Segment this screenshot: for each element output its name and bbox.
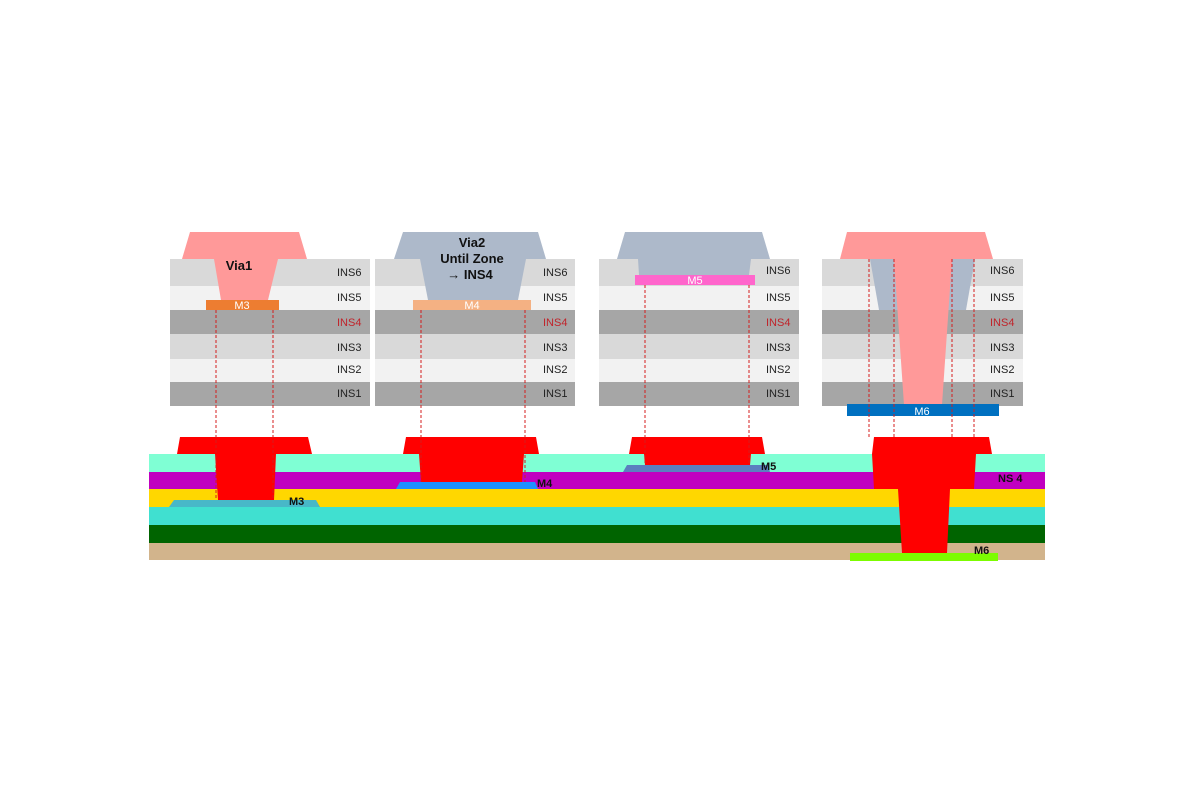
layer-label-highlight: INS4 <box>990 317 1014 329</box>
stack-label-m6: M6 <box>974 545 989 557</box>
stack-layer-tan <box>149 543 1045 560</box>
layer-label: INS1 <box>543 388 567 400</box>
metal-m3-pad <box>206 300 279 310</box>
layer-ins2 <box>170 359 370 382</box>
layer-ins1 <box>375 382 575 406</box>
layer-ins5 <box>599 286 799 310</box>
layer-label: INS2 <box>337 364 361 376</box>
layer-label: INS5 <box>543 292 567 304</box>
layer-label-highlight: INS4 <box>766 317 790 329</box>
via1-title: Via1 <box>226 258 253 273</box>
stack-label-m4: M4 <box>537 478 553 490</box>
panel-m6: M6 INS6 INS5 INS4 INS3 INS2 INS1 <box>822 232 1023 418</box>
stack-metal-m4 <box>396 482 538 489</box>
layer-label: INS6 <box>543 267 567 279</box>
via3-shape <box>617 232 770 275</box>
stack-via1 <box>177 437 312 500</box>
stack-label-m3: M3 <box>289 496 304 508</box>
layer-ins3 <box>375 334 575 359</box>
via2-title: Via2 <box>459 235 486 250</box>
stack-label-m5: M5 <box>761 461 776 473</box>
process-stack: M3 M4 M5 NS 4 M6 <box>149 437 1045 561</box>
layer-label: INS1 <box>766 388 790 400</box>
layer-ins4 <box>170 310 370 334</box>
layer-ins1 <box>170 382 370 406</box>
via4-shape <box>840 232 993 405</box>
stack-layer-green <box>149 525 1045 543</box>
layer-label: INS6 <box>766 265 790 277</box>
metal-m5-label: M5 <box>687 275 702 287</box>
stack-via2 <box>403 437 539 482</box>
stack-layer-gold <box>149 489 1045 507</box>
stack-label-ins4: NS 4 <box>998 473 1023 485</box>
stack-layer-turquoise <box>149 507 1045 525</box>
layer-label: INS6 <box>990 265 1014 277</box>
layer-label: INS3 <box>766 342 790 354</box>
layer-label: INS2 <box>990 364 1014 376</box>
via2-subtitle: Until Zone <box>440 251 504 266</box>
via2-target: → INS4 <box>447 267 493 282</box>
layer-label: INS3 <box>990 342 1014 354</box>
metal-m6-label: M6 <box>914 406 929 418</box>
panel-m5: M5 INS6 INS5 INS4 INS3 INS2 INS1 <box>599 232 799 406</box>
stack-via4 <box>872 437 992 553</box>
layer-ins4 <box>599 310 799 334</box>
layer-ins3 <box>599 334 799 359</box>
layer-label: INS1 <box>337 388 361 400</box>
panel-via1: M3 Via1 INS6 INS5 INS4 INS3 INS2 INS1 <box>170 232 370 406</box>
layer-label: INS2 <box>766 364 790 376</box>
cross-section-panels: M3 Via1 INS6 INS5 INS4 INS3 INS2 INS1 M4… <box>170 232 1023 418</box>
layer-label-highlight: INS4 <box>337 317 361 329</box>
metal-m4-pad <box>413 300 531 310</box>
stack-layer-aqua <box>149 454 1045 472</box>
metal-m4-label: M4 <box>464 300 479 312</box>
metal-m6-pad <box>847 404 999 416</box>
layer-label: INS5 <box>766 292 790 304</box>
layer-label: INS6 <box>337 267 361 279</box>
layer-ins3 <box>170 334 370 359</box>
metal-m5-pad <box>635 275 755 285</box>
layer-label: INS1 <box>990 388 1014 400</box>
stack-metal-m6 <box>850 553 998 561</box>
stack-layer-magenta <box>149 472 1045 489</box>
metal-m3-label: M3 <box>234 300 249 312</box>
panel-via2: M4 Via2 Until Zone → INS4 INS6 INS5 INS4… <box>375 232 575 406</box>
layer-ins1 <box>599 382 799 406</box>
layer-label: INS5 <box>990 292 1014 304</box>
via1-shape <box>182 232 307 300</box>
layer-label: INS5 <box>337 292 361 304</box>
layer-label-highlight: INS4 <box>543 317 567 329</box>
layer-label: INS3 <box>337 342 361 354</box>
layer-ins4 <box>375 310 575 334</box>
stack-metal-m3 <box>169 500 320 507</box>
layer-label: INS2 <box>543 364 567 376</box>
stack-via3 <box>629 437 765 465</box>
stack-metal-m5 <box>623 465 770 472</box>
via2-shape <box>394 232 546 300</box>
layer-label: INS3 <box>543 342 567 354</box>
alignment-guides <box>215 259 975 500</box>
